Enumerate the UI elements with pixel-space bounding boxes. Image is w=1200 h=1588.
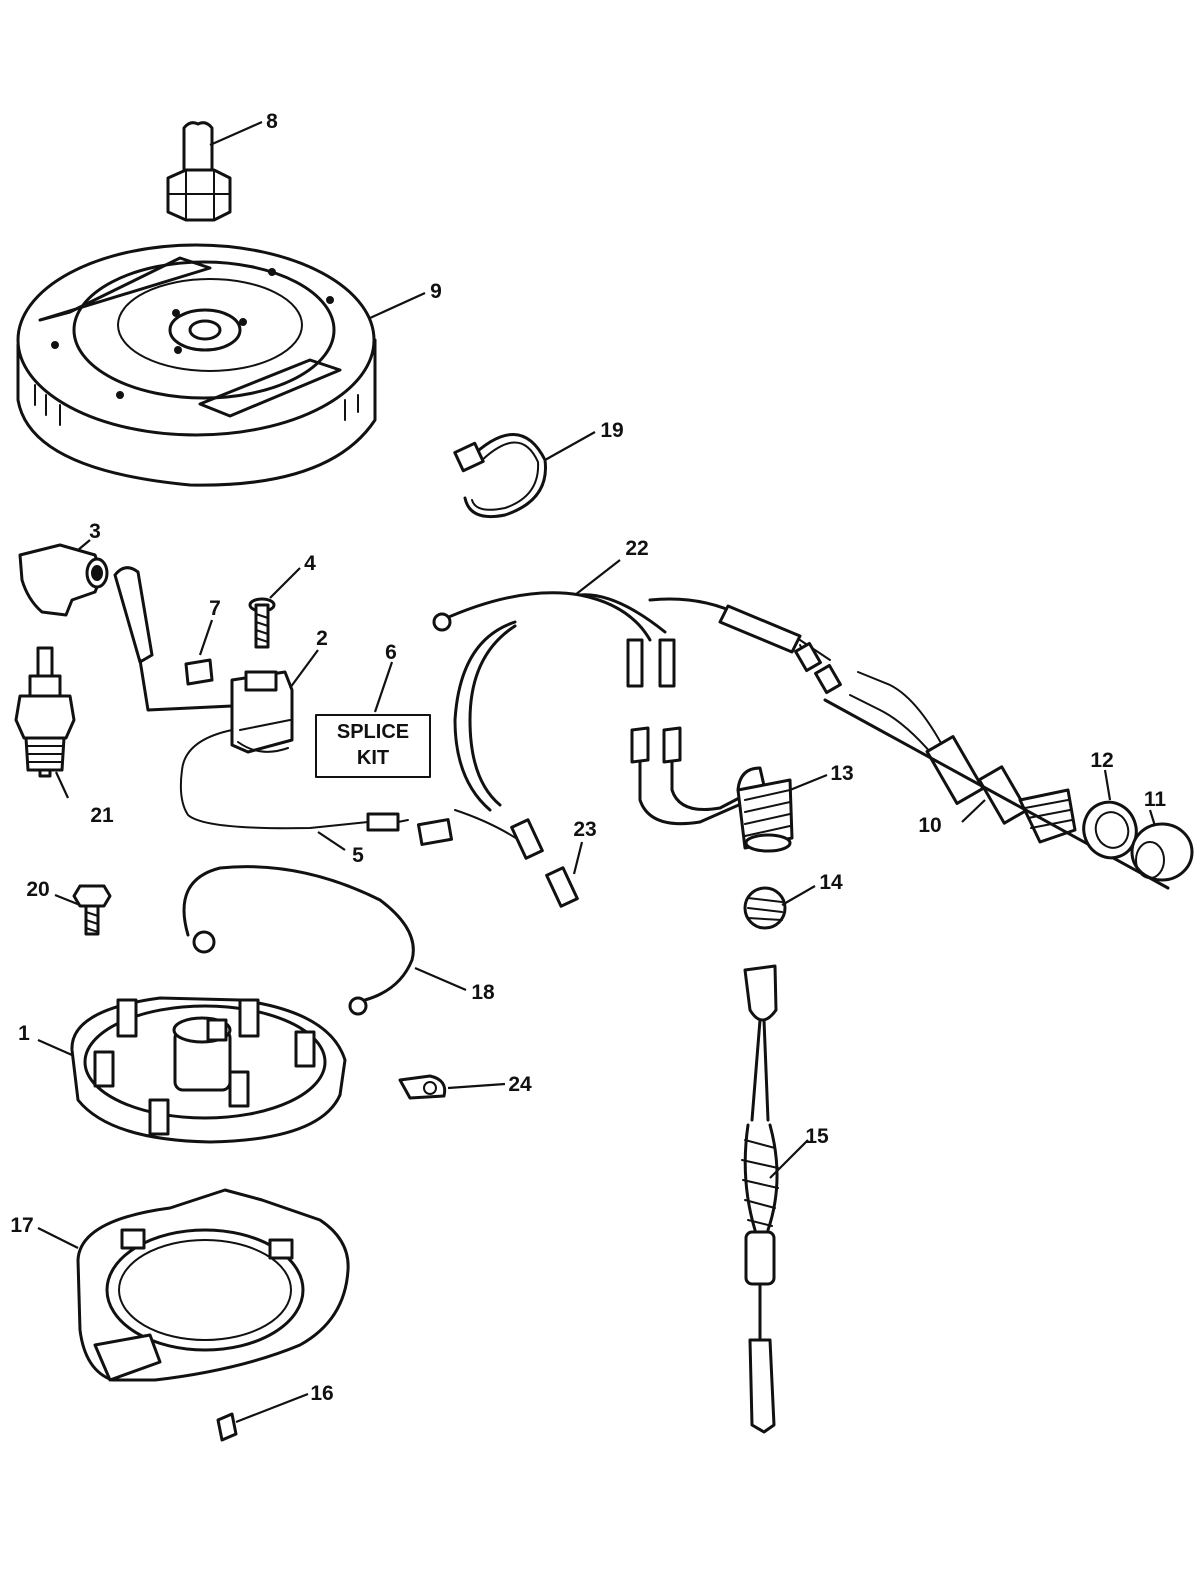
callout-20: 20 — [26, 878, 49, 901]
callout-3: 3 — [89, 520, 101, 543]
part-3-spark-plug-boot — [18, 543, 154, 664]
part-7-sleeve — [184, 658, 214, 686]
part-12-ring — [1082, 800, 1138, 860]
callout-6: 6 — [385, 641, 397, 664]
part-11-cap — [1130, 822, 1194, 882]
part-23-connector — [545, 866, 579, 908]
part-17-trigger-plate — [76, 1188, 350, 1382]
part-1-stator — [70, 996, 347, 1144]
part-21-spark-plug — [14, 646, 76, 778]
part-19-ring-clip — [453, 433, 547, 519]
callout-9: 9 — [430, 280, 442, 303]
splice-kit-line2: KIT — [357, 747, 389, 769]
part-15-lanyard — [741, 964, 779, 1434]
callout-23: 23 — [573, 818, 596, 841]
part-10-lanyard-switch — [823, 671, 1170, 890]
callout-8: 8 — [266, 110, 278, 133]
callout-13: 13 — [830, 762, 853, 785]
callout-4: 4 — [304, 552, 316, 575]
callout-10: 10 — [918, 814, 941, 837]
callout-24: 24 — [508, 1073, 532, 1096]
callout-17: 17 — [10, 1214, 33, 1237]
part-14-spring — [743, 886, 787, 930]
leader-lines — [37, 120, 1157, 1424]
callout-14: 14 — [819, 871, 843, 894]
callouts: 8 9 19 3 4 22 7 2 6 12 13 11 21 10 23 5 … — [10, 110, 1166, 1405]
callout-15: 15 — [805, 1125, 829, 1148]
callout-21: 21 — [90, 804, 114, 827]
part-4-screw — [248, 597, 276, 649]
part-24-clamp — [398, 1074, 447, 1100]
part-16-key — [216, 1412, 238, 1442]
callout-11: 11 — [1144, 788, 1167, 811]
callout-7: 7 — [209, 597, 221, 620]
callout-5: 5 — [352, 844, 364, 867]
callout-22: 22 — [625, 537, 648, 560]
callout-19: 19 — [600, 419, 623, 442]
part-2-ignition-coil — [138, 658, 294, 754]
part-5-coil-lead — [179, 729, 409, 832]
part-18-ground-wire — [182, 865, 415, 1016]
part-8-flywheel-nut — [166, 121, 232, 222]
part-20-bolt — [72, 884, 112, 936]
part-13-stop-switch — [630, 726, 794, 853]
splice-kit-line1: SPLICE — [337, 721, 409, 743]
callout-12: 12 — [1090, 749, 1113, 772]
callout-1: 1 — [18, 1022, 30, 1045]
part-9-flywheel — [16, 243, 377, 487]
callout-18: 18 — [471, 981, 495, 1004]
callout-2: 2 — [316, 627, 328, 650]
callout-16: 16 — [310, 1382, 333, 1405]
part-6-splice-kit: SPLICE KIT — [315, 714, 431, 778]
